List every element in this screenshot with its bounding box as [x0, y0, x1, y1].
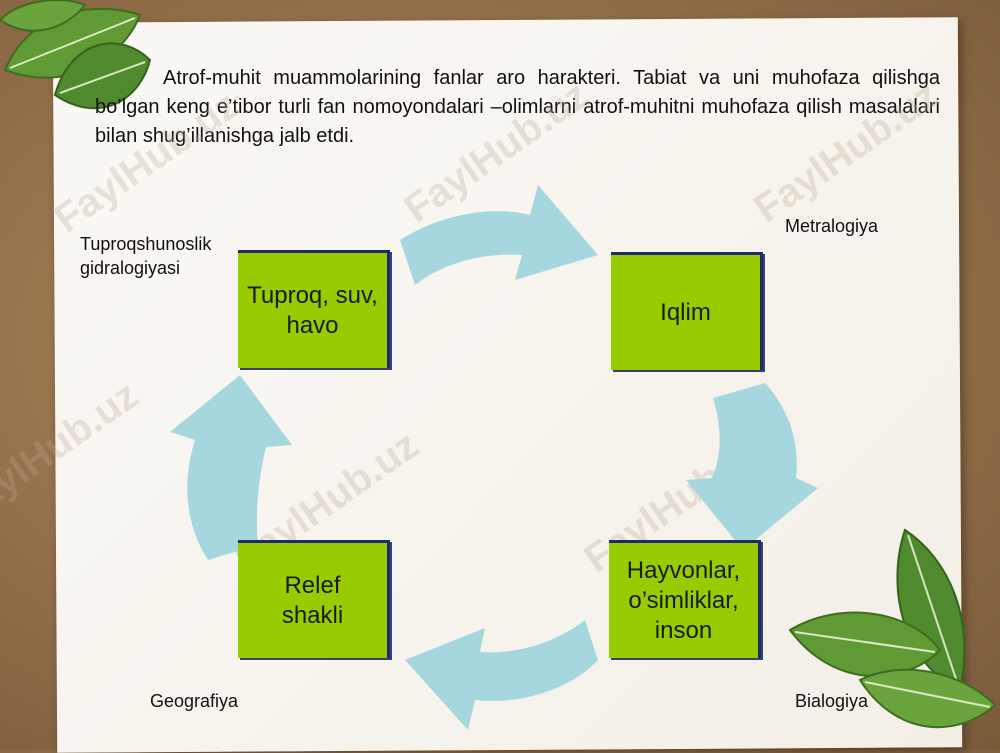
arrow-right	[686, 383, 818, 550]
leaf-icon	[53, 42, 152, 110]
leaf-icon	[788, 611, 942, 678]
arrow-top	[400, 185, 598, 285]
node-soil-water-air: Tuproq, suv, havo	[238, 250, 390, 368]
node-relief-shape: Relef shakli	[238, 540, 390, 658]
leaf-icon	[858, 668, 997, 729]
node-climate: Iqlim	[611, 252, 763, 370]
label-biology: Bialogiya	[795, 691, 869, 711]
label-soil-science: Tuproqshunoslik gidralogiyasi	[80, 234, 212, 278]
label-geography: Geografiya	[150, 691, 239, 711]
arrow-left	[170, 375, 292, 560]
intro-paragraph: Atrof-muhit muammolarining fanlar aro ha…	[95, 67, 940, 147]
node-animals-plants-human: Hayvonlar, o’simliklar, inson	[609, 540, 761, 658]
label-meteorology: Metralogiya	[785, 216, 879, 236]
leaf-icon	[0, 0, 87, 32]
arrow-bottom	[405, 620, 598, 730]
